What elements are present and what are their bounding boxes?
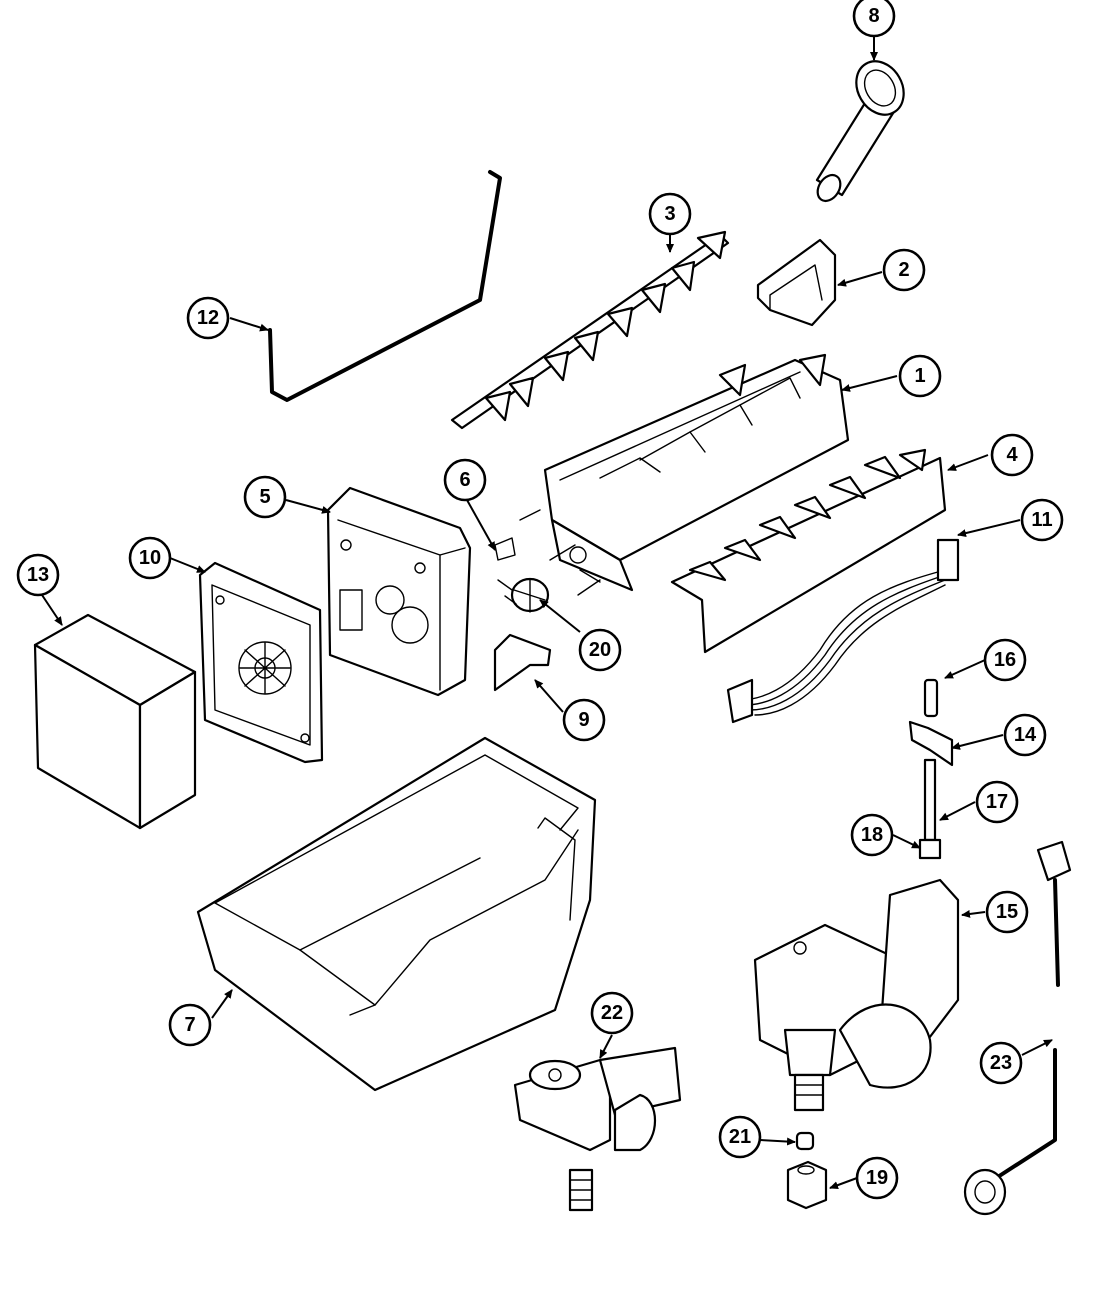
callout-5-label: 5 (259, 486, 270, 508)
callout-10: 10 (128, 536, 172, 580)
shield-part (670, 448, 947, 654)
mounting-plate-part (198, 561, 324, 764)
callout-2-label: 2 (898, 259, 909, 281)
shutoff-arm-part (268, 170, 502, 402)
callout-21: 21 (718, 1115, 762, 1159)
callout-8-label: 8 (868, 5, 879, 27)
callout-19: 19 (855, 1156, 899, 1200)
callout-16-label: 16 (994, 649, 1016, 671)
callout-17-label: 17 (986, 791, 1008, 813)
nut-19-part (786, 1160, 828, 1210)
callout-1: 1 (898, 354, 942, 398)
callout-22: 22 (590, 991, 634, 1035)
callout-11-label: 11 (1031, 509, 1052, 531)
nut-18-part (918, 838, 942, 860)
wire-harness-part (726, 538, 960, 724)
leader-lines (41, 36, 1053, 1189)
callout-21-label: 21 (729, 1126, 751, 1148)
callout-9-label: 9 (578, 709, 589, 731)
callout-13-label: 13 (27, 564, 49, 586)
callout-11: 11 (1020, 498, 1064, 542)
callout-20-label: 20 (589, 639, 611, 661)
water-tube-part (963, 840, 1072, 1216)
clip-part (494, 537, 516, 561)
callout-18: 18 (850, 813, 894, 857)
stripper-clip-part (756, 238, 837, 327)
callout-15: 15 (985, 890, 1029, 934)
screw-16-part (923, 678, 939, 718)
module-cover-part (33, 613, 197, 830)
callout-8: 8 (852, 0, 896, 38)
control-module-part (326, 486, 472, 697)
callout-4-label: 4 (1006, 444, 1018, 466)
callout-23: 23 (979, 1041, 1023, 1085)
thermostat-part (497, 544, 601, 613)
ejector-part (450, 230, 730, 430)
callout-6: 6 (443, 458, 487, 502)
callout-7: 7 (168, 1003, 212, 1047)
fill-tube-part (815, 60, 905, 203)
tube-17-part (923, 758, 937, 842)
bracket-part (493, 633, 552, 692)
ice-bin-part (196, 736, 597, 1092)
callout-14: 14 (1003, 713, 1047, 757)
callout-5: 5 (243, 475, 287, 519)
callout-17: 17 (975, 780, 1019, 824)
callout-3-label: 3 (664, 203, 675, 225)
callout-22-label: 22 (601, 1002, 623, 1024)
callout-13: 13 (16, 553, 60, 597)
callout-12: 12 (186, 296, 230, 340)
callout-6-label: 6 (459, 469, 470, 491)
callout-16: 16 (983, 638, 1027, 682)
callout-3: 3 (648, 192, 692, 236)
water-valve-main-part (753, 878, 960, 1112)
callout-18-label: 18 (861, 824, 883, 846)
callout-20: 20 (578, 628, 622, 672)
callout-7-label: 7 (184, 1014, 195, 1036)
callout-4: 4 (990, 433, 1034, 477)
callout-23-label: 23 (990, 1052, 1012, 1074)
callout-1-label: 1 (914, 365, 925, 387)
ice-mold-part (519, 353, 850, 592)
water-valve-small-part (513, 1046, 682, 1212)
callout-14-label: 14 (1014, 724, 1037, 746)
callout-2: 2 (882, 248, 926, 292)
callout-15-label: 15 (996, 901, 1018, 923)
callout-19-label: 19 (866, 1167, 888, 1189)
callout-12-label: 12 (197, 307, 219, 329)
callout-10-label: 10 (139, 547, 161, 569)
clamp-14-part (908, 720, 954, 767)
callout-9: 9 (562, 698, 606, 742)
insert-21-part (795, 1131, 815, 1151)
